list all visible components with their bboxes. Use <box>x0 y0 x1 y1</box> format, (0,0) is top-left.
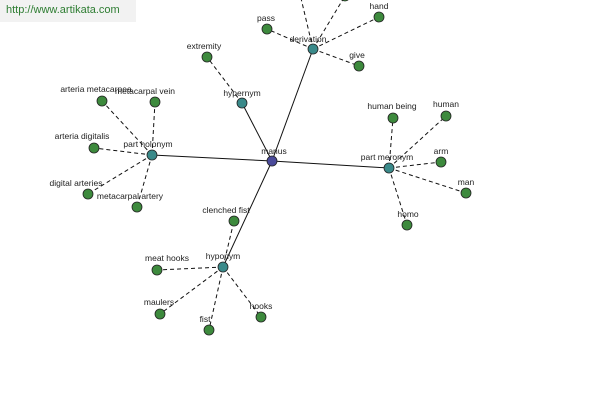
edge-part-meronym-leaf-2 <box>388 161 442 169</box>
leaf-node-meat-hooks[interactable] <box>151 264 163 276</box>
leaf-node-man[interactable] <box>460 187 472 199</box>
edge-part-meronym-leaf-0 <box>388 117 394 169</box>
relation-label-hypernym: hypernym <box>223 88 260 98</box>
leaf-label-arteria-digitalis: arteria digitalis <box>55 131 110 141</box>
edge-center-hypernym <box>241 102 273 162</box>
edge-part-holonym-leaf-2 <box>93 147 153 156</box>
leaf-node-extremity[interactable] <box>201 51 213 63</box>
leaf-node-maulers[interactable] <box>154 308 166 320</box>
center-label: manus <box>261 146 287 156</box>
relation-label-part-meronym: part meronym <box>361 152 413 162</box>
leaf-label-hand: hand <box>370 1 389 11</box>
leaf-node-hooks[interactable] <box>255 311 267 323</box>
leaf-node-human[interactable] <box>440 110 452 122</box>
edge-center-part-meronym <box>271 160 390 169</box>
source-link[interactable]: http://www.artikata.com <box>6 4 120 16</box>
leaf-label-fist: fist <box>200 314 212 324</box>
edge-hypernym-leaf-0 <box>206 56 243 104</box>
relation-label-hyponym: hyponym <box>206 251 241 261</box>
leaf-node-hand[interactable] <box>373 11 385 23</box>
nodes-layer <box>82 0 472 336</box>
edge-center-part-holonym <box>151 154 273 162</box>
leaf-label-pass: pass <box>257 13 275 23</box>
edge-center-derivation <box>271 48 314 162</box>
relation-label-derivation: derivation <box>290 34 327 44</box>
leaf-node-hidden-4[interactable] <box>340 0 350 2</box>
leaf-label-man: man <box>458 177 475 187</box>
edge-part-meronym-leaf-3 <box>388 167 467 194</box>
relation-node-derivation[interactable] <box>307 43 319 55</box>
edge-hyponym-leaf-4 <box>222 266 262 318</box>
edge-hyponym-leaf-0 <box>222 220 235 268</box>
relation-label-part-holonym: part holonym <box>123 139 172 149</box>
leaf-label-metacarpal-artery: metacarpal artery <box>97 191 164 201</box>
leaf-node-homo[interactable] <box>401 219 413 231</box>
relation-node-part-holonym[interactable] <box>146 149 158 161</box>
edge-derivation-leaf-2 <box>312 48 360 67</box>
edge-derivation-leaf-0 <box>266 28 314 50</box>
edge-hyponym-leaf-2 <box>159 266 224 315</box>
edges-layer <box>87 0 467 331</box>
leaf-node-arteria-metacarpea[interactable] <box>96 95 108 107</box>
edge-hyponym-leaf-3 <box>208 266 224 331</box>
leaf-label-digital-arteries: digital arteries <box>50 178 103 188</box>
source-bar: http://www.artikata.com <box>0 0 136 22</box>
labels-layer: pass hand give derivation extremity hypernym a… <box>50 1 475 324</box>
leaf-label-arm: arm <box>434 146 449 156</box>
relation-node-part-meronym[interactable] <box>383 162 395 174</box>
leaf-label-human: human <box>433 99 459 109</box>
leaf-node-metacarpal-vein[interactable] <box>149 96 161 108</box>
leaf-node-metacarpal-artery[interactable] <box>131 201 143 213</box>
leaf-node-human-being[interactable] <box>387 112 399 124</box>
leaf-node-fist[interactable] <box>203 324 215 336</box>
edge-part-meronym-leaf-4 <box>388 167 408 226</box>
leaf-label-meat-hooks: meat hooks <box>145 253 189 263</box>
leaf-node-clenched-fist[interactable] <box>228 215 240 227</box>
edge-part-holonym-leaf-0 <box>101 100 153 156</box>
edge-derivation-leaf-1 <box>312 16 380 50</box>
leaf-node-pass[interactable] <box>261 23 273 35</box>
leaf-label-extremity: extremity <box>187 41 222 51</box>
edge-derivation-leaf-3 <box>300 0 314 50</box>
edge-hyponym-leaf-1 <box>156 266 224 271</box>
leaf-node-give[interactable] <box>353 60 365 72</box>
relation-node-hypernym[interactable] <box>236 97 248 109</box>
relation-node-hyponym[interactable] <box>217 261 229 273</box>
edge-center-hyponym <box>222 160 273 268</box>
leaf-label-metacarpal-vein: metacarpal vein <box>115 86 175 96</box>
leaf-label-homo: homo <box>397 209 419 219</box>
leaf-label-arteria-metacarpea: arteria metacarpea <box>60 84 132 94</box>
edge-part-holonym-leaf-4 <box>136 154 153 208</box>
leaf-node-digital-arteries[interactable] <box>82 188 94 200</box>
leaf-node-arm[interactable] <box>435 156 447 168</box>
center-node[interactable] <box>266 155 278 167</box>
edge-derivation-leaf-4 <box>312 0 344 50</box>
leaf-label-give: give <box>349 50 365 60</box>
leaf-label-hooks: hooks <box>250 301 273 311</box>
edge-part-holonym-leaf-1 <box>151 101 156 156</box>
leaf-label-maulers: maulers <box>144 297 174 307</box>
leaf-node-arteria-digitalis[interactable] <box>88 142 100 154</box>
edge-part-meronym-leaf-1 <box>388 115 447 169</box>
edge-part-holonym-leaf-3 <box>87 154 153 195</box>
leaf-label-human-being: human being <box>367 101 416 111</box>
leaf-label-clenched-fist: clenched fist <box>202 205 250 215</box>
